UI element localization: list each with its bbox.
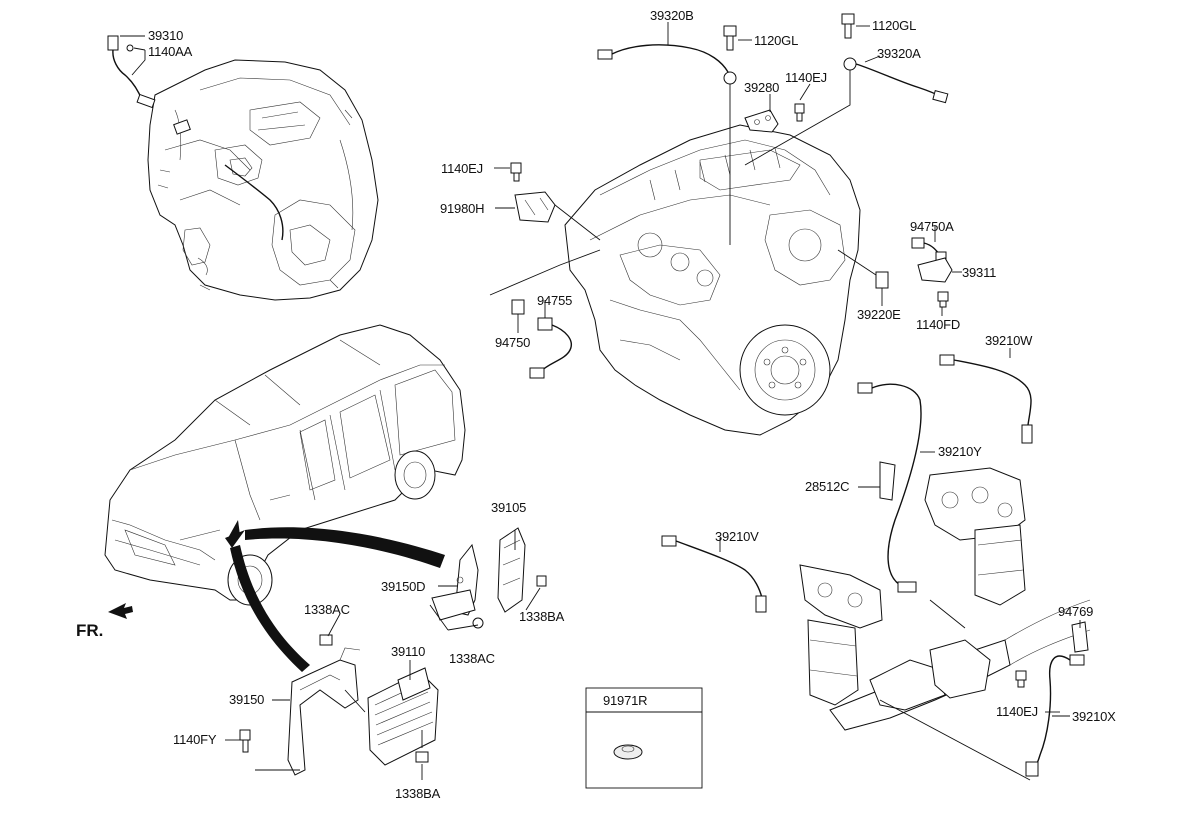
- oxygen-sensor-39210X: [1025, 654, 1085, 777]
- bolt-1120GL-right: [841, 13, 855, 39]
- nut-1338BA-upper: [536, 575, 547, 587]
- bolt-1140FY: [239, 729, 300, 771]
- oxygen-sensor-39210V: [661, 535, 767, 613]
- engine-assembly: [564, 124, 861, 436]
- label-39150: 39150: [229, 692, 264, 707]
- label-1140FY: 1140FY: [173, 732, 217, 747]
- label-39320B: 39320B: [650, 8, 694, 23]
- label-39150D: 39150D: [381, 579, 425, 594]
- label-39210X: 39210X: [1072, 709, 1116, 724]
- label-39311: 39311: [962, 265, 996, 280]
- nut-1338AC-upper: [472, 617, 484, 629]
- label-1338BA-upper: 1338BA: [519, 609, 565, 624]
- ecu-bracket-39150D: [431, 543, 479, 621]
- front-direction-indicator: FR.: [76, 603, 133, 640]
- front-exhaust-pipe: [829, 599, 1091, 731]
- label-39280: 39280: [744, 80, 779, 95]
- bolt-1120GL-left: [723, 25, 737, 51]
- oxygen-sensor-39210Y: [857, 382, 922, 593]
- label-39210W: 39210W: [985, 333, 1033, 348]
- bolt-1140EJ-left: [510, 162, 522, 182]
- label-1140FD: 1140FD: [916, 317, 960, 332]
- ecu-39105: [497, 527, 526, 613]
- label-1140EJ-bottom-right: 1140EJ: [996, 704, 1038, 719]
- label-1338BA-lower: 1338BA: [395, 786, 441, 801]
- knock-sensor-39320A: [744, 57, 949, 166]
- callout-arrows: [225, 520, 445, 672]
- knock-sensor-39320B: [597, 44, 737, 245]
- bracket-39311: [917, 257, 953, 283]
- label-91980H: 91980H: [440, 201, 484, 216]
- label-39220E: 39220E: [857, 307, 901, 322]
- vehicle-minivan: [104, 324, 466, 606]
- connector-94750A: [911, 237, 947, 262]
- grommet-91971R-inset: [585, 687, 703, 789]
- oxygen-sensor-39210W: [939, 354, 1033, 444]
- label-94755: 94755: [537, 293, 572, 308]
- nut-1338BA-lower: [415, 730, 429, 763]
- ecu-39110: [367, 667, 439, 766]
- fr-label: FR.: [76, 621, 103, 640]
- label-94750A: 94750A: [910, 219, 954, 234]
- bracket-39280: [744, 109, 779, 133]
- sensor-94755: [529, 317, 572, 379]
- label-39210Y: 39210Y: [938, 444, 982, 459]
- bracket-28512C: [879, 461, 896, 501]
- label-1140AA: 1140AA: [148, 44, 193, 59]
- part-labels: 39310 1140AA 39320B 1120GL 1120GL 39320A…: [148, 8, 1116, 801]
- label-28512C: 28512C: [805, 479, 849, 494]
- transmission-assembly: [147, 59, 379, 301]
- label-39310: 39310: [148, 28, 183, 43]
- label-39110: 39110: [391, 644, 425, 659]
- sensor-94750: [489, 249, 601, 315]
- label-39210V: 39210V: [715, 529, 759, 544]
- bolt-1140FD: [937, 291, 949, 308]
- ecu-leader-1338ac: [429, 604, 479, 631]
- label-1338AC-upper: 1338AC: [449, 651, 495, 666]
- label-39320A: 39320A: [877, 46, 921, 61]
- label-91971R: 91971R: [603, 693, 647, 708]
- sensor-39220E: [837, 249, 889, 289]
- sensor-39310: [107, 35, 156, 109]
- bracket-91980H: [514, 191, 601, 241]
- heat-shield-94769: [1071, 621, 1089, 653]
- exhaust-manifold-right: [924, 467, 1026, 606]
- label-94769: 94769: [1058, 604, 1093, 619]
- label-1338AC-lower: 1338AC: [304, 602, 350, 617]
- label-1120GL-left: 1120GL: [754, 33, 798, 48]
- exhaust-manifold-left: [799, 564, 883, 706]
- label-1120GL-right: 1120GL: [872, 18, 916, 33]
- label-39105: 39105: [491, 500, 526, 515]
- label-94750: 94750: [495, 335, 530, 350]
- nut-1338AC-lower: [319, 634, 333, 646]
- leader-lines: [120, 22, 1081, 781]
- label-1140EJ-top: 1140EJ: [785, 70, 827, 85]
- bolt-1140EJ-bottom-right: [1015, 670, 1027, 688]
- label-1140EJ-left: 1140EJ: [441, 161, 483, 176]
- bolt-1140EJ-top: [794, 103, 805, 122]
